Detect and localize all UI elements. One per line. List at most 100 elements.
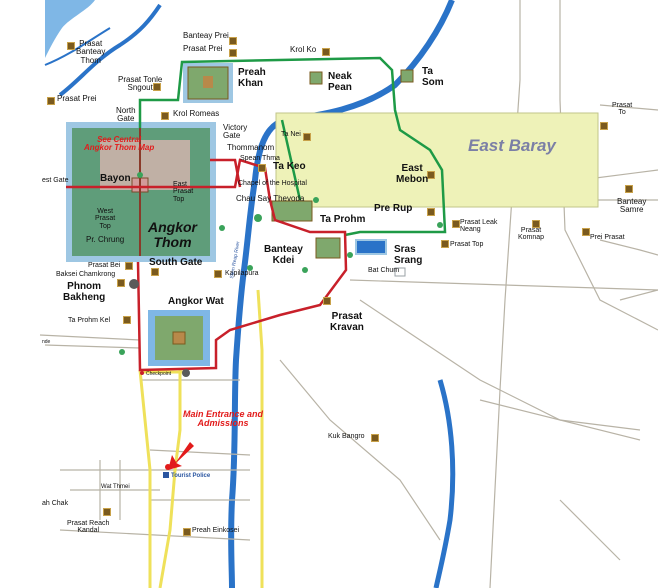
label-bayon: Bayon <box>100 173 131 184</box>
label-thommanom: Thommanom <box>227 143 275 152</box>
tree-icon <box>313 197 319 203</box>
temple-marker <box>582 228 590 236</box>
see-central-map-note: See Central Angkor Thom Map <box>84 135 155 153</box>
label-prasat-komnap: Prasat Komnap <box>518 227 545 242</box>
main-entrance-note: Main Entrance and Admissions <box>183 409 264 429</box>
label-prasat-bei: Prasat Bei <box>88 262 121 269</box>
ta-som <box>400 69 414 83</box>
label-banteay-samre: Banteay Samre <box>617 197 647 215</box>
label-ta-prohm: Ta Prohm <box>320 214 366 225</box>
siem-reap-river <box>228 0 455 588</box>
info-icon-5 <box>437 222 443 228</box>
label-prasat-banteay-thom: Prasat Banteay Thom <box>76 39 106 65</box>
label-ta-keo: Ta Keo <box>273 161 306 172</box>
label-neak-pean: Neak Pean <box>328 71 352 93</box>
minor-roads <box>39 0 658 588</box>
label-south-gate: South Gate <box>149 257 203 268</box>
label-krol-ko: Krol Ko <box>290 45 317 54</box>
temple-marker <box>441 240 449 248</box>
label-ta-prohm-kel: Ta Prohm Kel <box>68 317 111 324</box>
label-kuk-bangro: Kuk Bangro <box>328 433 365 440</box>
temple-marker <box>229 49 237 57</box>
label-prasat-prei-top: Prasat Prei <box>183 44 223 53</box>
label-banteay-kdei: Banteay Kdei <box>264 244 303 266</box>
label-banteay-prei: Banteay Prei <box>183 31 229 40</box>
temple-marker <box>183 528 191 536</box>
label-krol-romeas: Krol Romeas <box>173 109 220 118</box>
label-prasat-tonle-sngout: Prasat Tonle Sngout <box>118 75 163 93</box>
temple-marker <box>67 42 75 50</box>
label-wat-thmei: Wat Thmei <box>101 484 130 490</box>
label-preah-einkosei: Preah Einkosei <box>192 527 240 534</box>
info-icon-3 <box>347 252 353 258</box>
info-icon <box>254 214 262 222</box>
neak-pean <box>309 71 323 85</box>
label-prei-prasat: Prei Prasat <box>590 234 625 241</box>
info-icon-7 <box>302 267 308 273</box>
label-kapilapura: Kapilapura <box>225 270 259 277</box>
info-icon-6 <box>137 172 143 178</box>
temple-marker <box>427 208 435 216</box>
temple-marker <box>427 171 435 179</box>
entrance-dot <box>165 464 171 470</box>
temple-marker <box>125 262 133 270</box>
label-baksei-chamkrong: Baksei Chamkrong <box>56 271 116 278</box>
temple-marker <box>323 297 331 305</box>
info-icon-8 <box>219 225 225 231</box>
temple-marker <box>229 37 237 45</box>
ta-prohm <box>271 200 313 222</box>
label-ta-nei: Ta Nei <box>281 131 301 138</box>
river-bottom-right <box>433 379 456 588</box>
label-spean-thma: Spean Thma <box>240 155 280 162</box>
river-top-left <box>58 3 162 97</box>
bat-chum-box <box>394 267 406 277</box>
temple-marker <box>103 508 111 516</box>
temple-marker <box>123 316 131 324</box>
label-checkpoint: Checkpoint <box>146 371 172 377</box>
label-prasat-reach-kandal: Prasat Reach Kandal <box>67 520 110 535</box>
label-angkor-thom: Angkor Thom <box>148 219 197 250</box>
temple-marker <box>303 133 311 141</box>
label-pre-rup: Pre Rup <box>374 203 413 214</box>
small-circuit-route <box>66 158 348 372</box>
label-nde: nde <box>42 339 51 345</box>
checkpoint-icon <box>140 371 144 375</box>
entrance-arrow <box>168 442 194 470</box>
label-prasat-to: Prasat To <box>612 102 633 117</box>
elephant-icon <box>129 279 139 289</box>
river-top-left-2 <box>44 27 111 66</box>
label-tourist-police: Tourist Police <box>171 473 211 479</box>
label-east-baray: East Baray <box>468 136 556 155</box>
label-prasat-top: Prasat Top <box>450 241 484 248</box>
label-phnom-bakheng: Phnom Bakheng <box>63 281 106 303</box>
info-icon-4 <box>247 265 253 271</box>
temple-marker <box>161 112 169 120</box>
label-bat-chum: Bat Chum <box>368 267 400 274</box>
sras-srang <box>355 239 387 255</box>
temple-marker <box>153 83 161 91</box>
temple-marker <box>625 185 633 193</box>
label-victory-gate: Victory Gate <box>223 123 248 141</box>
label-north-gate: North Gate <box>116 106 136 124</box>
temple-marker <box>258 164 266 172</box>
label-pr-chrung: Pr. Chrung <box>86 235 125 244</box>
police-icon <box>163 472 169 478</box>
label-preah-khan: Preah Khan <box>238 67 266 89</box>
label-prasat-prei-left: Prasat Prei <box>57 94 97 103</box>
label-ta-som: Ta Som <box>422 66 444 88</box>
label-chapel: Chapel of the Hospital <box>238 180 307 187</box>
temple-marker <box>117 279 125 287</box>
label-prasat-leak-neang: Prasat Leak Neang <box>460 219 498 234</box>
label-prasat-kravan: Prasat Kravan <box>330 311 364 333</box>
temple-marker <box>47 97 55 105</box>
temple-marker <box>322 48 330 56</box>
banteay-kdei <box>315 237 341 259</box>
info-icon-2 <box>119 349 125 355</box>
label-chau-say: Chau Say Thevoda <box>236 194 305 203</box>
temple-marker <box>371 434 379 442</box>
label-east-prasat-top: East Prasat Top <box>173 181 194 203</box>
label-east-mebon: East Mebon <box>396 163 429 185</box>
label-west-prasat-top: West Prasat Top <box>95 208 116 230</box>
